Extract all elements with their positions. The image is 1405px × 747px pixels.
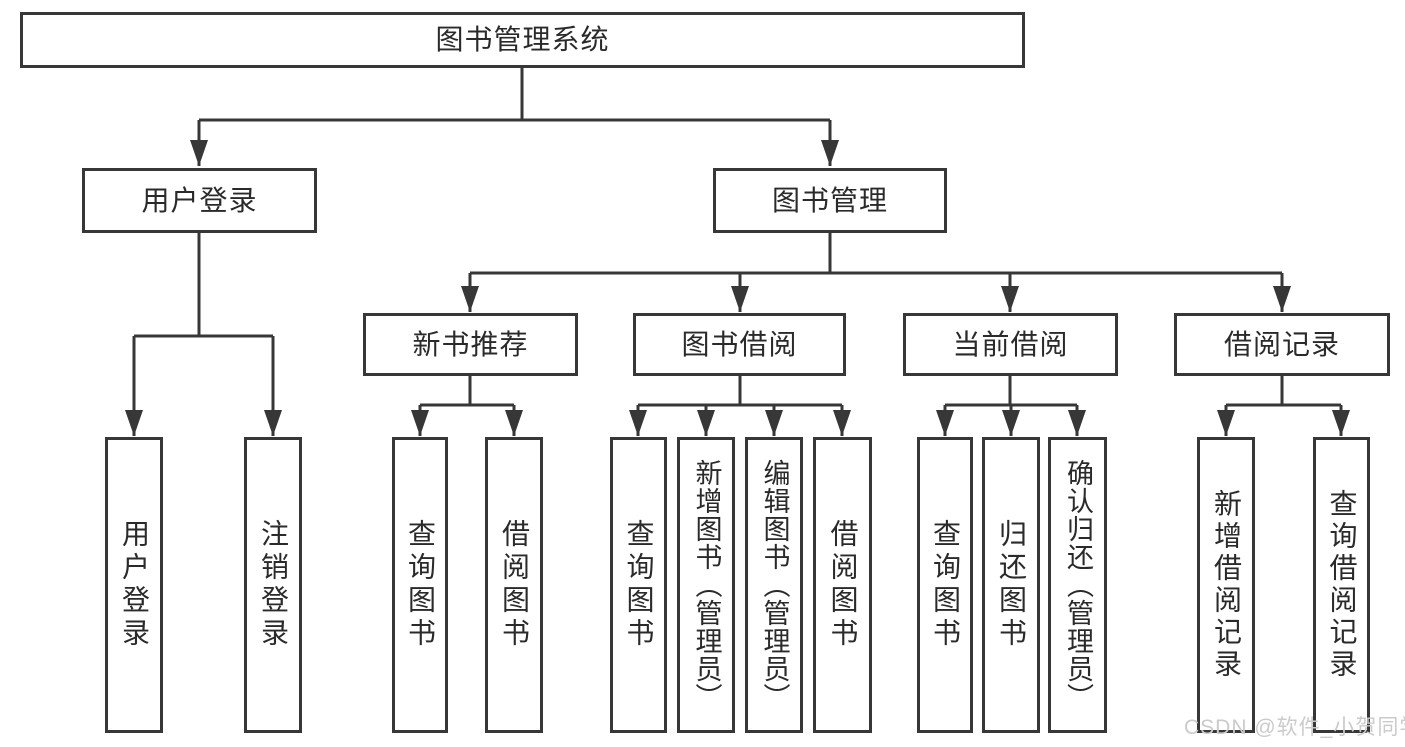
leaf-cb-query-books: 查询图书 (917, 437, 973, 733)
node-borrow-records: 借阅记录 (1174, 313, 1390, 376)
csdn-watermark: CSDN @软件_小贺同学 (1184, 716, 1405, 739)
node-book-borrow: 图书借阅 (633, 313, 846, 376)
leaf-bb-borrow-books: 借阅图书 (813, 437, 872, 733)
leaf-nb-borrow-books: 借阅图书 (485, 437, 543, 733)
leaf-br-add-record: 新增借阅记录 (1197, 437, 1255, 733)
node-root: 图书管理系统 (20, 12, 1025, 68)
leaf-logout: 注销登录 (244, 437, 302, 733)
connector-root-trunk (199, 68, 830, 122)
leaf-user-login: 用户登录 (105, 437, 163, 733)
leaf-bb-edit-books-admin: 编辑图书（管理员） (745, 437, 803, 733)
leaf-bb-add-books-admin: 新增图书（管理员） (677, 437, 735, 733)
connector-book-borrow-trunk (638, 376, 842, 407)
connector-current-borrow-trunk (945, 376, 1077, 407)
node-book-management: 图书管理 (713, 168, 947, 233)
leaf-bb-query-books: 查询图书 (610, 437, 667, 733)
leaf-nb-query-books: 查询图书 (392, 437, 448, 733)
leaf-br-query-record: 查询借阅记录 (1313, 437, 1370, 733)
leaf-cb-return-books: 归还图书 (982, 437, 1040, 733)
node-new-book-recommend: 新书推荐 (363, 313, 578, 376)
leaf-cb-confirm-return-admin: 确认归还（管理员） (1048, 437, 1107, 733)
connector-borrow-records-trunk (1226, 376, 1341, 407)
connector-new-book-recommend-trunk (420, 376, 514, 407)
node-current-borrow: 当前借阅 (903, 313, 1118, 376)
connector-book-management-trunk (470, 233, 1282, 275)
node-user-login: 用户登录 (82, 168, 317, 233)
connector-user-login-trunk (134, 233, 273, 338)
